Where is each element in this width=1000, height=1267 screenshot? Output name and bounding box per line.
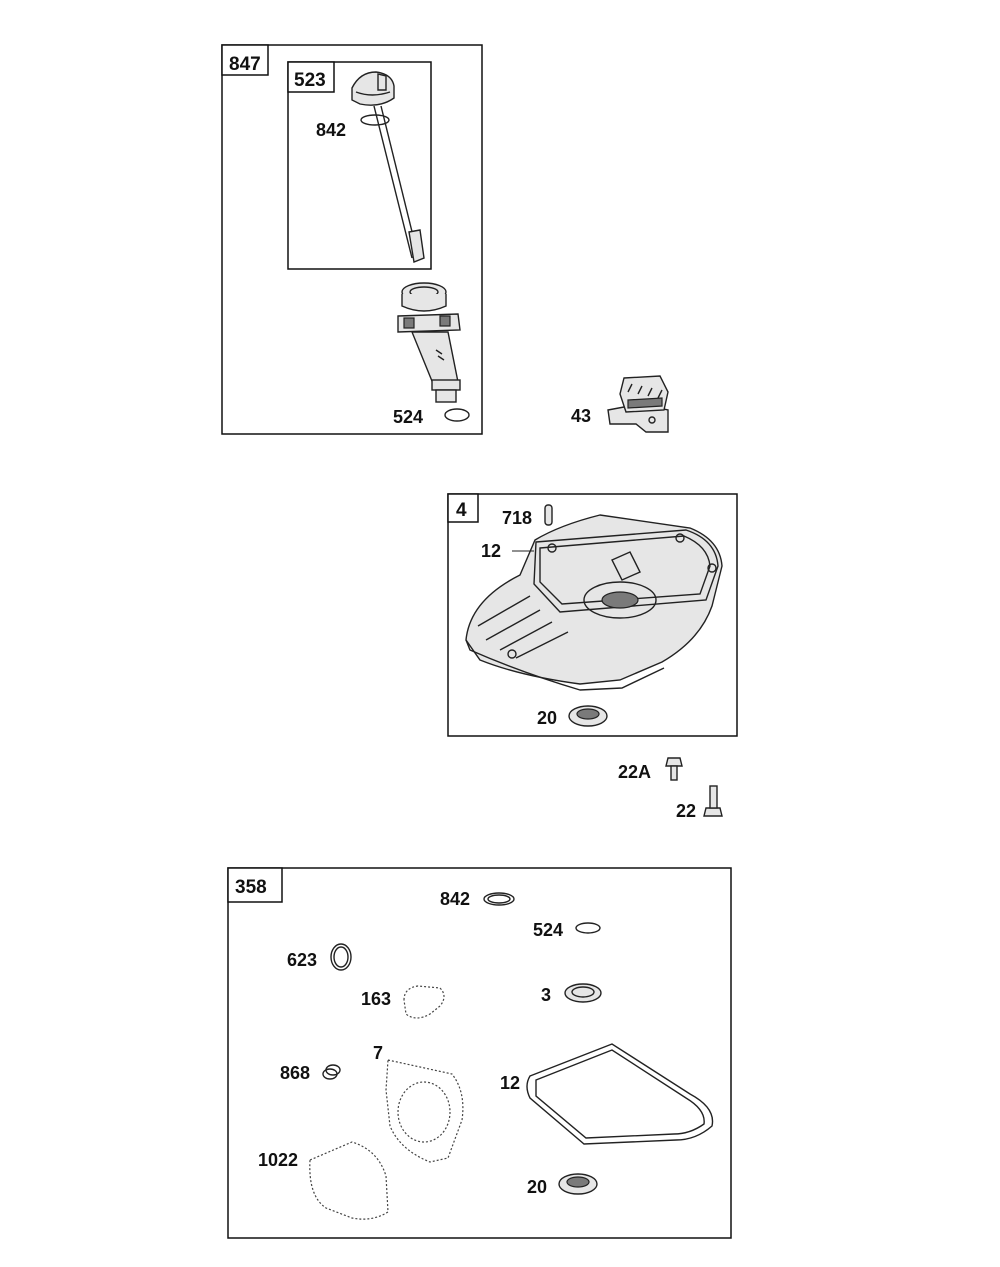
- oil-seal-icon: [568, 705, 608, 727]
- o-ring-icon: [575, 922, 601, 934]
- gasket-icon: [309, 1141, 389, 1220]
- gasket-icon: [526, 1043, 714, 1145]
- callout-842: 842: [316, 120, 346, 140]
- gasket-icon: [385, 1059, 464, 1163]
- group-4-label: 4: [456, 500, 467, 521]
- group-358: 358 842 524 623 163 3 7 868: [227, 867, 732, 1239]
- callout-20: 20: [537, 708, 557, 728]
- group-358-tag: [227, 867, 283, 903]
- oil-seal-icon: [558, 1173, 598, 1195]
- o-ring-icon: [444, 408, 470, 422]
- o-ring-icon: [483, 892, 515, 906]
- callout-43: 43: [571, 406, 591, 426]
- group-358-frame: [227, 867, 732, 1239]
- callout-842-kit: 842: [440, 889, 470, 909]
- o-ring-inner: [333, 946, 349, 968]
- bolt-icon: [703, 785, 723, 817]
- group-847-tag: [221, 44, 269, 76]
- bolt-icon: [665, 757, 683, 781]
- callout-868: 868: [280, 1063, 310, 1083]
- dipstick-tube-icon: [397, 282, 461, 403]
- callout-524: 524: [393, 407, 423, 427]
- callout-623: 623: [287, 950, 317, 970]
- dipstick-icon: [351, 71, 425, 263]
- callout-22: 22: [676, 801, 696, 821]
- callout-12: 12: [481, 541, 501, 561]
- callout-22A: 22A: [618, 762, 651, 782]
- group-847-frame: [221, 44, 483, 435]
- gasket-bore: [397, 1081, 451, 1143]
- group-847: 847 523 842: [221, 44, 483, 435]
- callout-3: 3: [541, 985, 551, 1005]
- callout-20-kit: 20: [527, 1177, 547, 1197]
- callout-12-kit: 12: [500, 1073, 520, 1093]
- group-523-tag: [287, 61, 335, 93]
- callout-524-kit: 524: [533, 920, 563, 940]
- dowel-pin-icon: [544, 504, 553, 526]
- group-523-frame: [287, 61, 432, 270]
- callout-1022: 1022: [258, 1150, 298, 1170]
- gasket-inner: [535, 1049, 705, 1139]
- group-4-tag: [447, 493, 479, 523]
- group-847-label: 847: [229, 54, 261, 75]
- group-4: 4 718 12 20: [447, 493, 738, 737]
- group-523: 523 842: [287, 61, 432, 270]
- callout-163: 163: [361, 989, 391, 1009]
- o-ring-icon: [322, 1064, 341, 1080]
- group-4-frame: [447, 493, 738, 737]
- callout-718: 718: [502, 508, 532, 528]
- gasket-icon: [403, 985, 445, 1019]
- group-358-label: 358: [235, 877, 267, 898]
- oil-seal-icon: [564, 983, 602, 1003]
- o-ring-icon: [330, 943, 352, 971]
- governor-gear-icon: [607, 375, 669, 433]
- engine-sump-icon: [465, 514, 723, 691]
- o-ring-icon: [360, 114, 390, 126]
- o-ring-inner: [487, 894, 511, 904]
- group-523-label: 523: [294, 70, 326, 91]
- callout-7: 7: [373, 1043, 383, 1063]
